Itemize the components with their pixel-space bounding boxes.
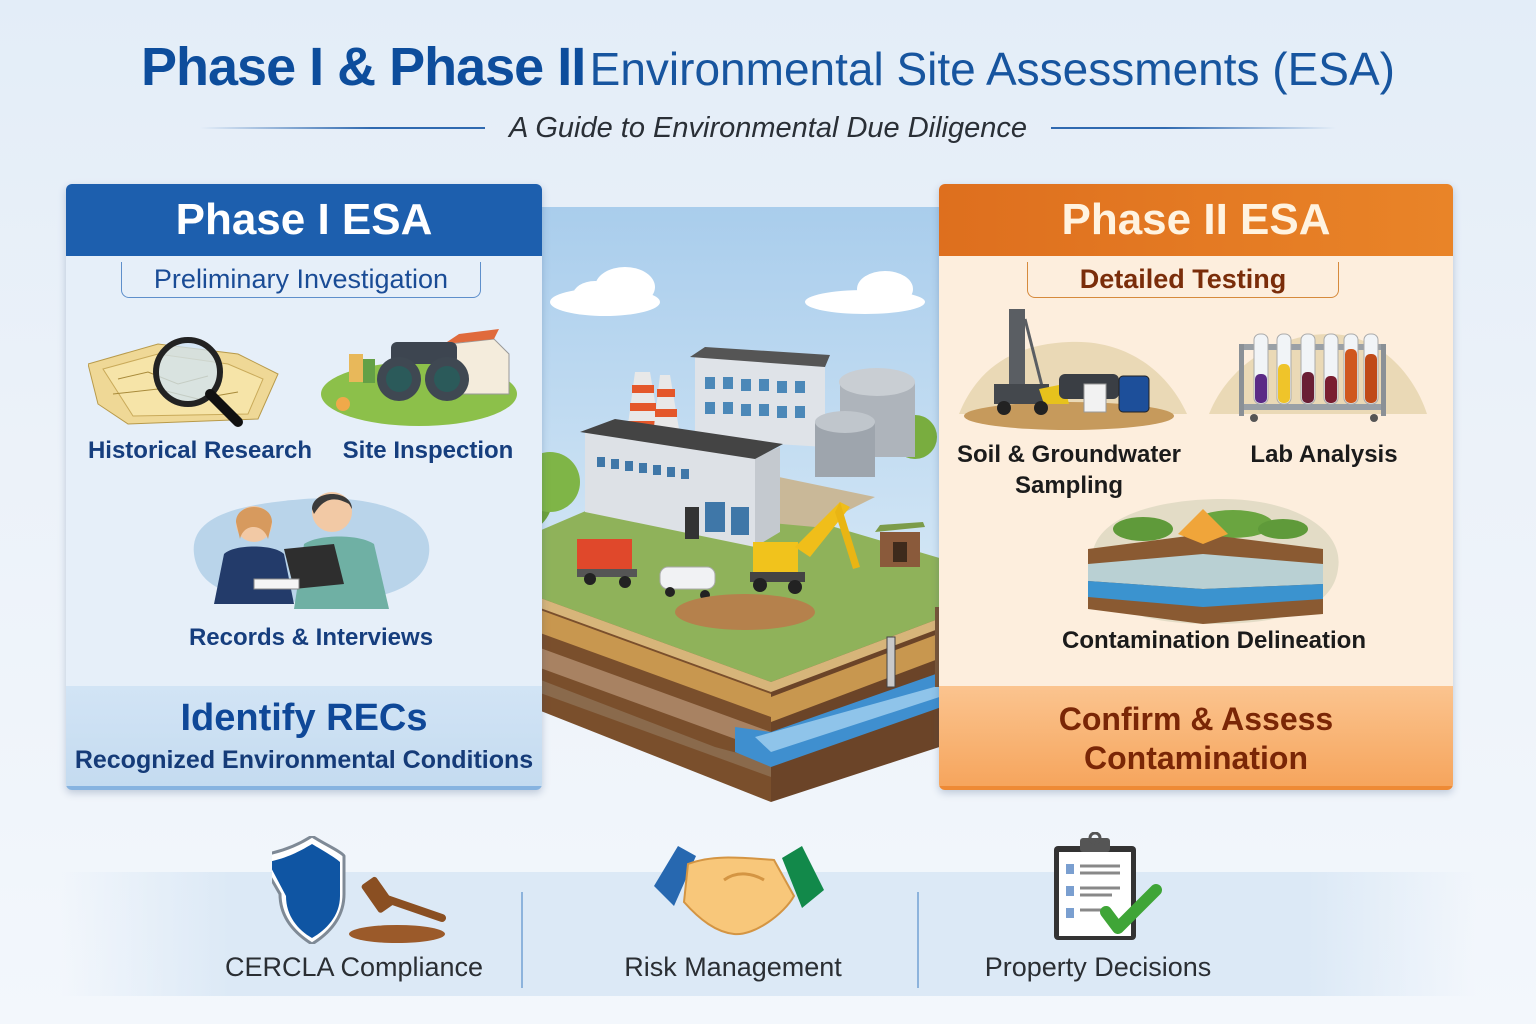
map-magnifier-icon (88, 337, 279, 427)
sampling-label-line1: Soil & Groundwater (956, 441, 1181, 468)
phase2-panel: Phase II ESA Detailed Testing Soil & Gro… (939, 184, 1453, 790)
clipboard-check-icon (1054, 832, 1162, 940)
cercla-compliance-label: CERCLA Compliance (224, 952, 484, 982)
page-title: Phase I & Phase II Environmental Site As… (0, 36, 1536, 98)
test-tubes-icon (1209, 333, 1427, 422)
subtitle-rule-right (1051, 127, 1337, 129)
subtitle: A Guide to Environmental Due Diligence (509, 111, 1027, 144)
soil-cross-section-icon (1088, 499, 1339, 624)
phase1-outcome: Identify RECs Recognized Environmental C… (66, 686, 542, 790)
phase2-outcome: Confirm & Assess Contamination (939, 686, 1453, 790)
excavator-icon (750, 502, 860, 594)
title-light: Environmental Site Assessments (ESA) (589, 43, 1395, 95)
subtitle-rule-left (200, 127, 486, 129)
phase1-outcome-subtitle: Recognized Environmental Conditions (74, 745, 534, 774)
binoculars-icon (321, 329, 517, 426)
phase2-outcome-line2: Contamination (1084, 740, 1308, 777)
benefit-divider (917, 892, 919, 988)
phase2-header: Phase II ESA (939, 184, 1453, 256)
silo-icon (815, 368, 915, 477)
historical-research-label: Historical Research (87, 437, 313, 464)
people-interview-icon (193, 492, 430, 609)
contamination-delineation-label: Contamination Delineation (1061, 627, 1366, 654)
site-inspection-label: Site Inspection (342, 437, 514, 464)
title-bold: Phase I & Phase II (141, 37, 586, 97)
lab-analysis-label: Lab Analysis (1250, 441, 1398, 468)
property-decisions-label: Property Decisions (984, 952, 1212, 982)
benefit-divider (521, 892, 523, 988)
shed-icon (875, 522, 925, 567)
handshake-icon (654, 846, 824, 936)
sampling-label-line2: Sampling (1014, 471, 1123, 499)
soil-groundwater-sampling-label: Soil & Groundwater Sampling (949, 440, 1189, 501)
phase1-tagline: Preliminary Investigation (121, 262, 481, 298)
phase1-outcome-title: Identify RECs (180, 697, 428, 739)
records-interviews-label: Records & Interviews (188, 624, 434, 651)
phase1-panel: Phase I ESA Preliminary Investigation Hi… (66, 184, 542, 790)
subtitle-row: A Guide to Environmental Due Diligence (200, 108, 1337, 148)
shield-gavel-icon (272, 836, 446, 944)
cloud-icon (550, 267, 925, 316)
phase2-outcome-line1: Confirm & Assess (1058, 701, 1334, 737)
drill-rig-icon (959, 309, 1187, 430)
smokestack-icon (627, 372, 680, 435)
phase1-header: Phase I ESA (66, 184, 542, 256)
truck-icon (577, 539, 637, 588)
phase2-tagline: Detailed Testing (1027, 262, 1339, 298)
risk-management-label: Risk Management (624, 952, 842, 982)
phase2-outcome-title: Confirm & Assess Contamination (939, 700, 1453, 778)
